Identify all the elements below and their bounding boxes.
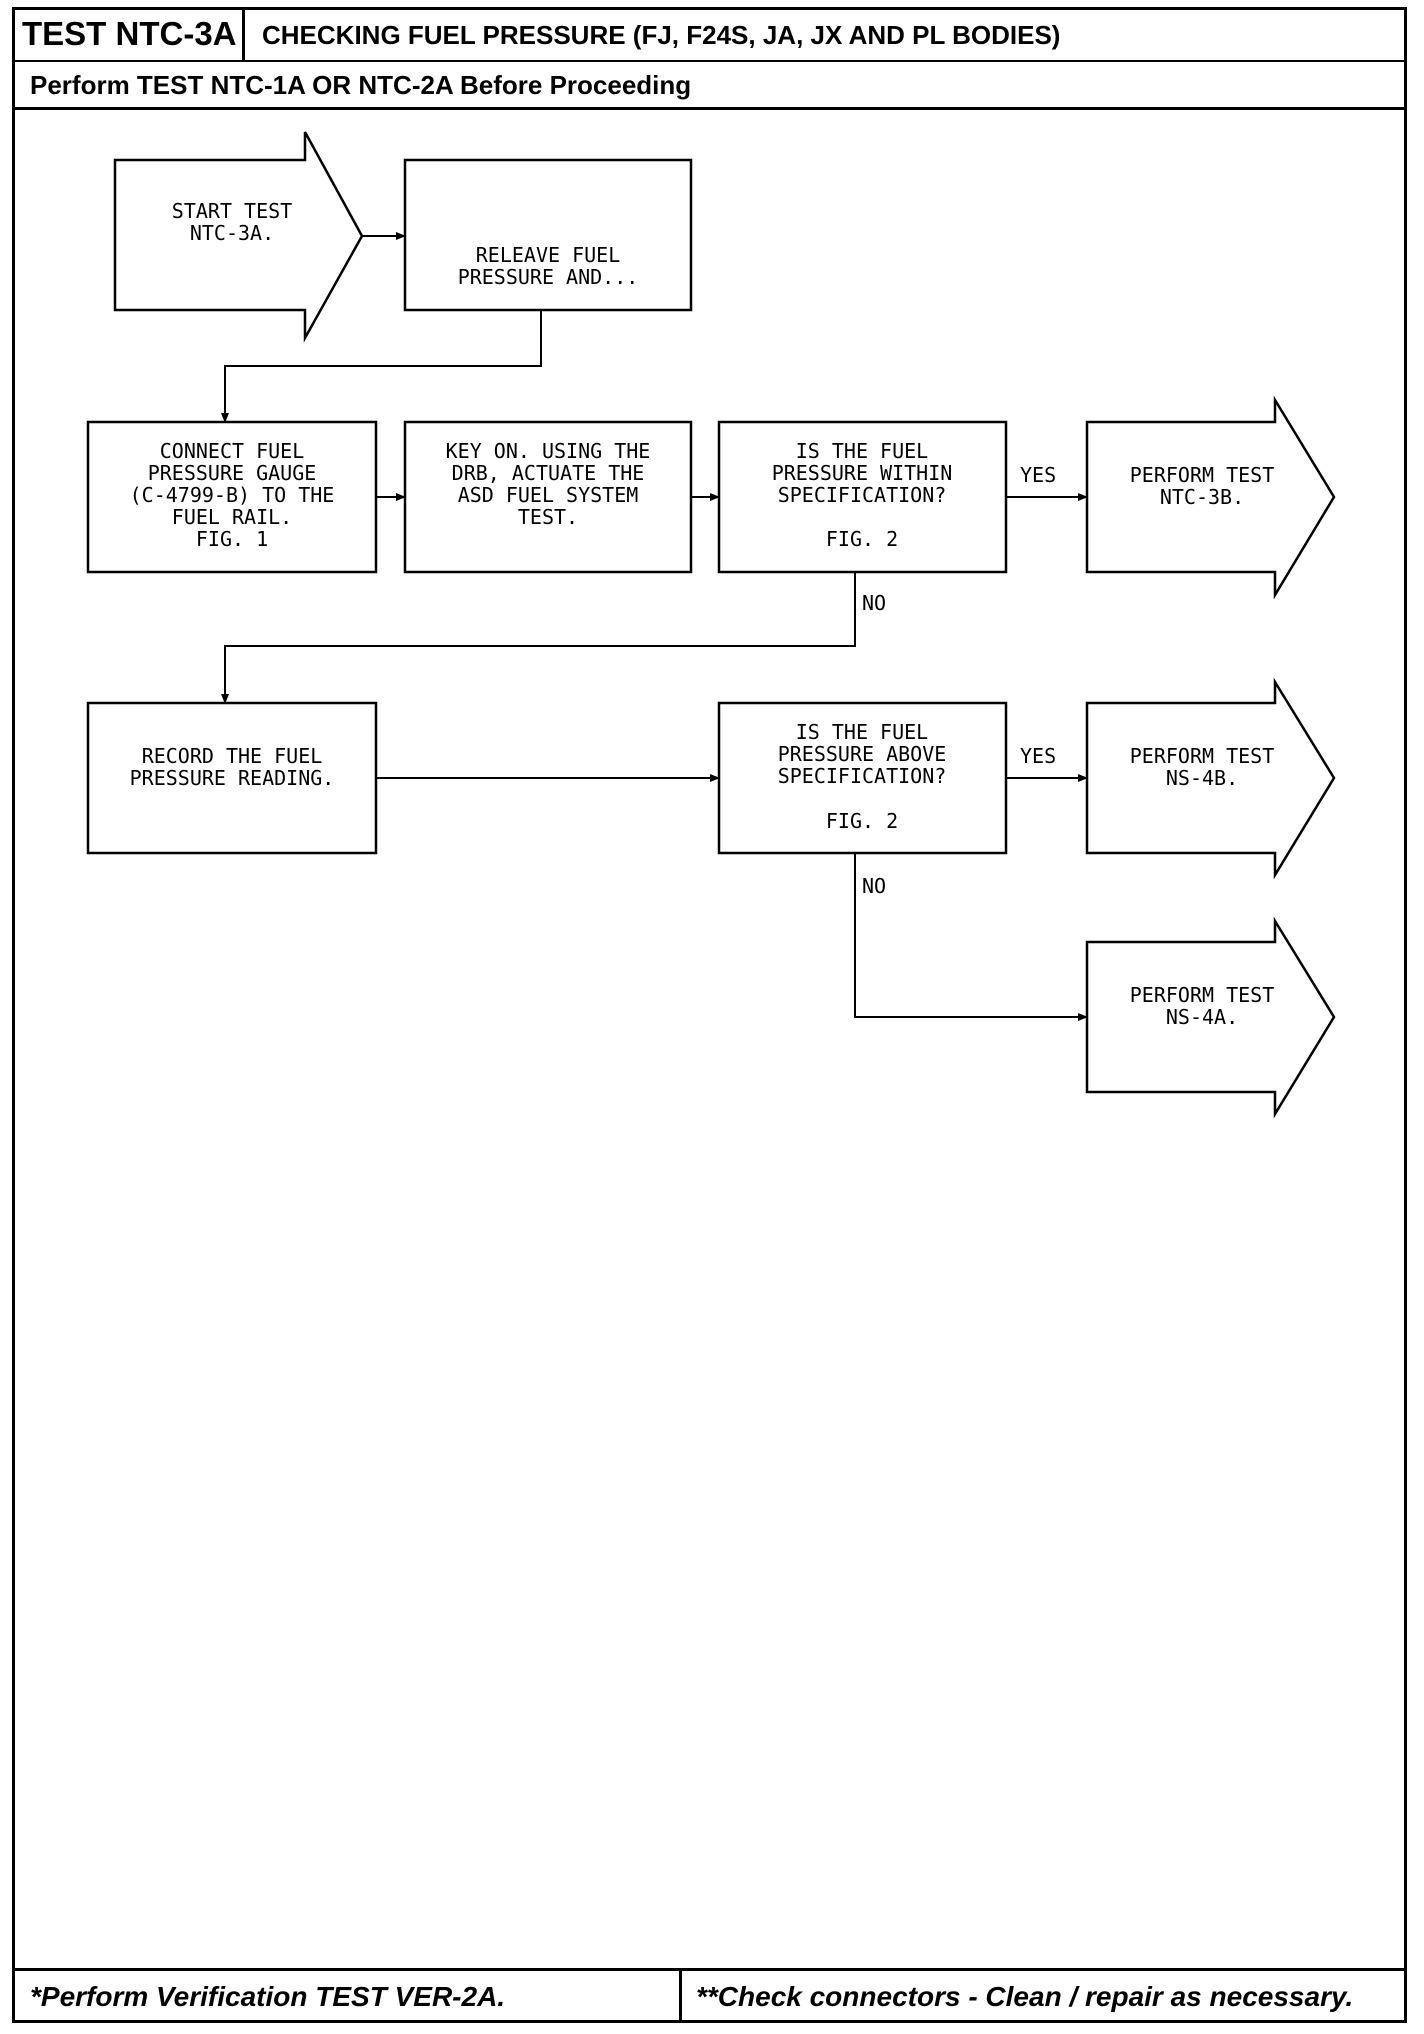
result-ntc3b-arrow-shape: [1085, 395, 1336, 600]
within-spec-fig: FIG. 2: [826, 527, 898, 551]
page-title: CHECKING FUEL PRESSURE (FJ, F24S, JA, JX…: [262, 20, 1061, 50]
start-arrow-shape: [113, 131, 364, 343]
connector-within-no: [221, 572, 856, 704]
connector-release-to-connect: [221, 310, 542, 423]
footer-connector-note: **Check connectors - Clean / repair as n…: [696, 1981, 1354, 2012]
test-id: TEST NTC-3A: [12, 7, 245, 60]
prerequisite-note: Perform TEST NTC-1A OR NTC-2A Before Pro…: [12, 62, 1407, 110]
page-frame: [12, 7, 1407, 2023]
footer-verification-note: *Perform Verification TEST VER-2A.: [12, 1971, 682, 2023]
connector-above-no: [854, 853, 1088, 1021]
within-no-label: NO: [862, 591, 886, 615]
header-bar: TEST NTC-3A CHECKING FUEL PRESSURE (FJ, …: [12, 7, 1407, 62]
above-yes-label: YES: [1020, 744, 1056, 768]
above-spec-fig: FIG. 2: [826, 809, 898, 833]
above-no-label: NO: [862, 874, 886, 898]
result-ns4a-arrow-shape: [1085, 916, 1336, 1119]
within-yes-label: YES: [1020, 463, 1056, 487]
footer-bar: *Perform Verification TEST VER-2A. **Che…: [12, 1968, 1407, 2023]
result-ns4b-arrow-shape: [1085, 677, 1336, 880]
